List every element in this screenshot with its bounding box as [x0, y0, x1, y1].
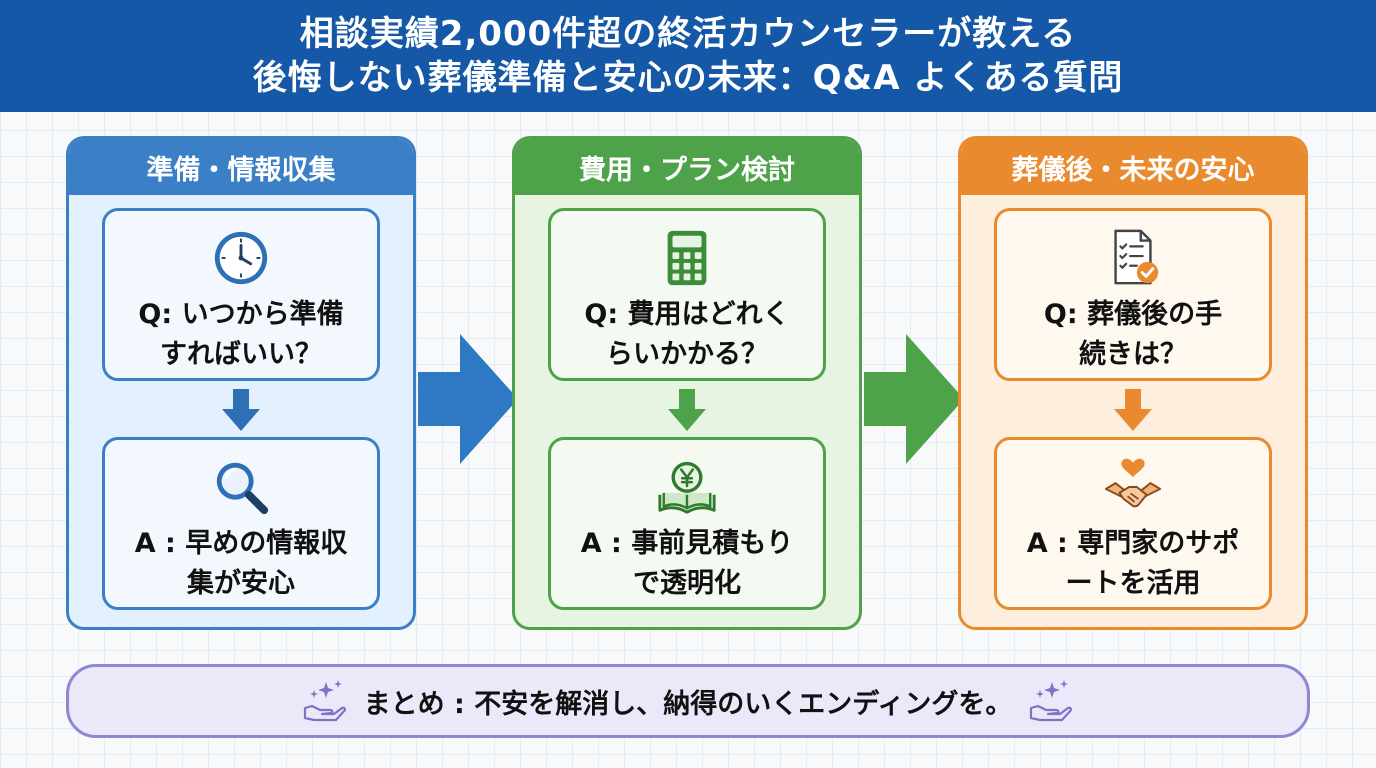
column-preparation: 準備・情報収集 Q: いつから準備 すればいい？ A : 早めの情報収 集が安心 — [66, 136, 416, 630]
sparkle-hand-icon — [1030, 680, 1073, 722]
question-text: Q: 葬儀後の手 続きは？ — [1043, 299, 1223, 370]
question-card: Q: 費用はどれく らいかかる？ — [548, 208, 826, 381]
down-arrow-icon — [222, 389, 260, 431]
sparkle-hand-icon — [303, 680, 346, 722]
answer-text: A : 専門家のサポ ートを活用 — [1026, 528, 1240, 599]
column-cost-plan: 費用・プラン検討 Q: 費用はどれく らいかかる？ — [512, 136, 862, 630]
calculator-icon — [667, 230, 707, 286]
checklist-icon — [1114, 229, 1159, 285]
column-after-funeral: 葬儀後・未来の安心 Q: 葬儀後の手 続きは？ A : 専門家の — [958, 136, 1308, 630]
question-card: Q: 葬儀後の手 続きは？ — [994, 208, 1272, 381]
flow-arrow-icon — [418, 334, 518, 464]
column-title: 準備・情報収集 — [69, 139, 413, 195]
answer-text: A : 事前見積もり で透明化 — [580, 528, 794, 599]
summary-text: まとめ : 不安を解消し、納得のいくエンディングを。 — [363, 688, 1013, 720]
handshake-heart-icon — [1104, 458, 1162, 508]
summary-bar: まとめ : 不安を解消し、納得のいくエンディングを。 — [66, 664, 1310, 738]
question-text: Q: いつから準備 すればいい？ — [138, 299, 344, 370]
title-line-2: 後悔しない葬儀準備と安心の未来：Q&A よくある質問 — [252, 58, 1124, 98]
answer-card: A : 専門家のサポ ートを活用 — [994, 437, 1272, 610]
clock-icon — [214, 231, 268, 285]
column-title: 葬儀後・未来の安心 — [961, 139, 1305, 195]
magnifier-icon — [216, 462, 269, 515]
flow-arrow-icon — [864, 334, 964, 464]
answer-card: A : 事前見積もり で透明化 — [548, 437, 826, 610]
down-arrow-icon — [1114, 389, 1152, 431]
answer-card: A : 早めの情報収 集が安心 — [102, 437, 380, 610]
column-title: 費用・プラン検討 — [515, 139, 859, 195]
answer-text: A : 早めの情報収 集が安心 — [134, 528, 348, 599]
header-banner: 相談実績2,000件超の終活カウンセラーが教える 後悔しない葬儀準備と安心の未来… — [0, 0, 1376, 112]
yen-book-icon — [658, 461, 716, 514]
question-text: Q: 費用はどれく らいかかる？ — [584, 299, 790, 370]
down-arrow-icon — [668, 389, 706, 431]
question-card: Q: いつから準備 すればいい？ — [102, 208, 380, 381]
title-line-1: 相談実績2,000件超の終活カウンセラーが教える — [299, 14, 1077, 54]
